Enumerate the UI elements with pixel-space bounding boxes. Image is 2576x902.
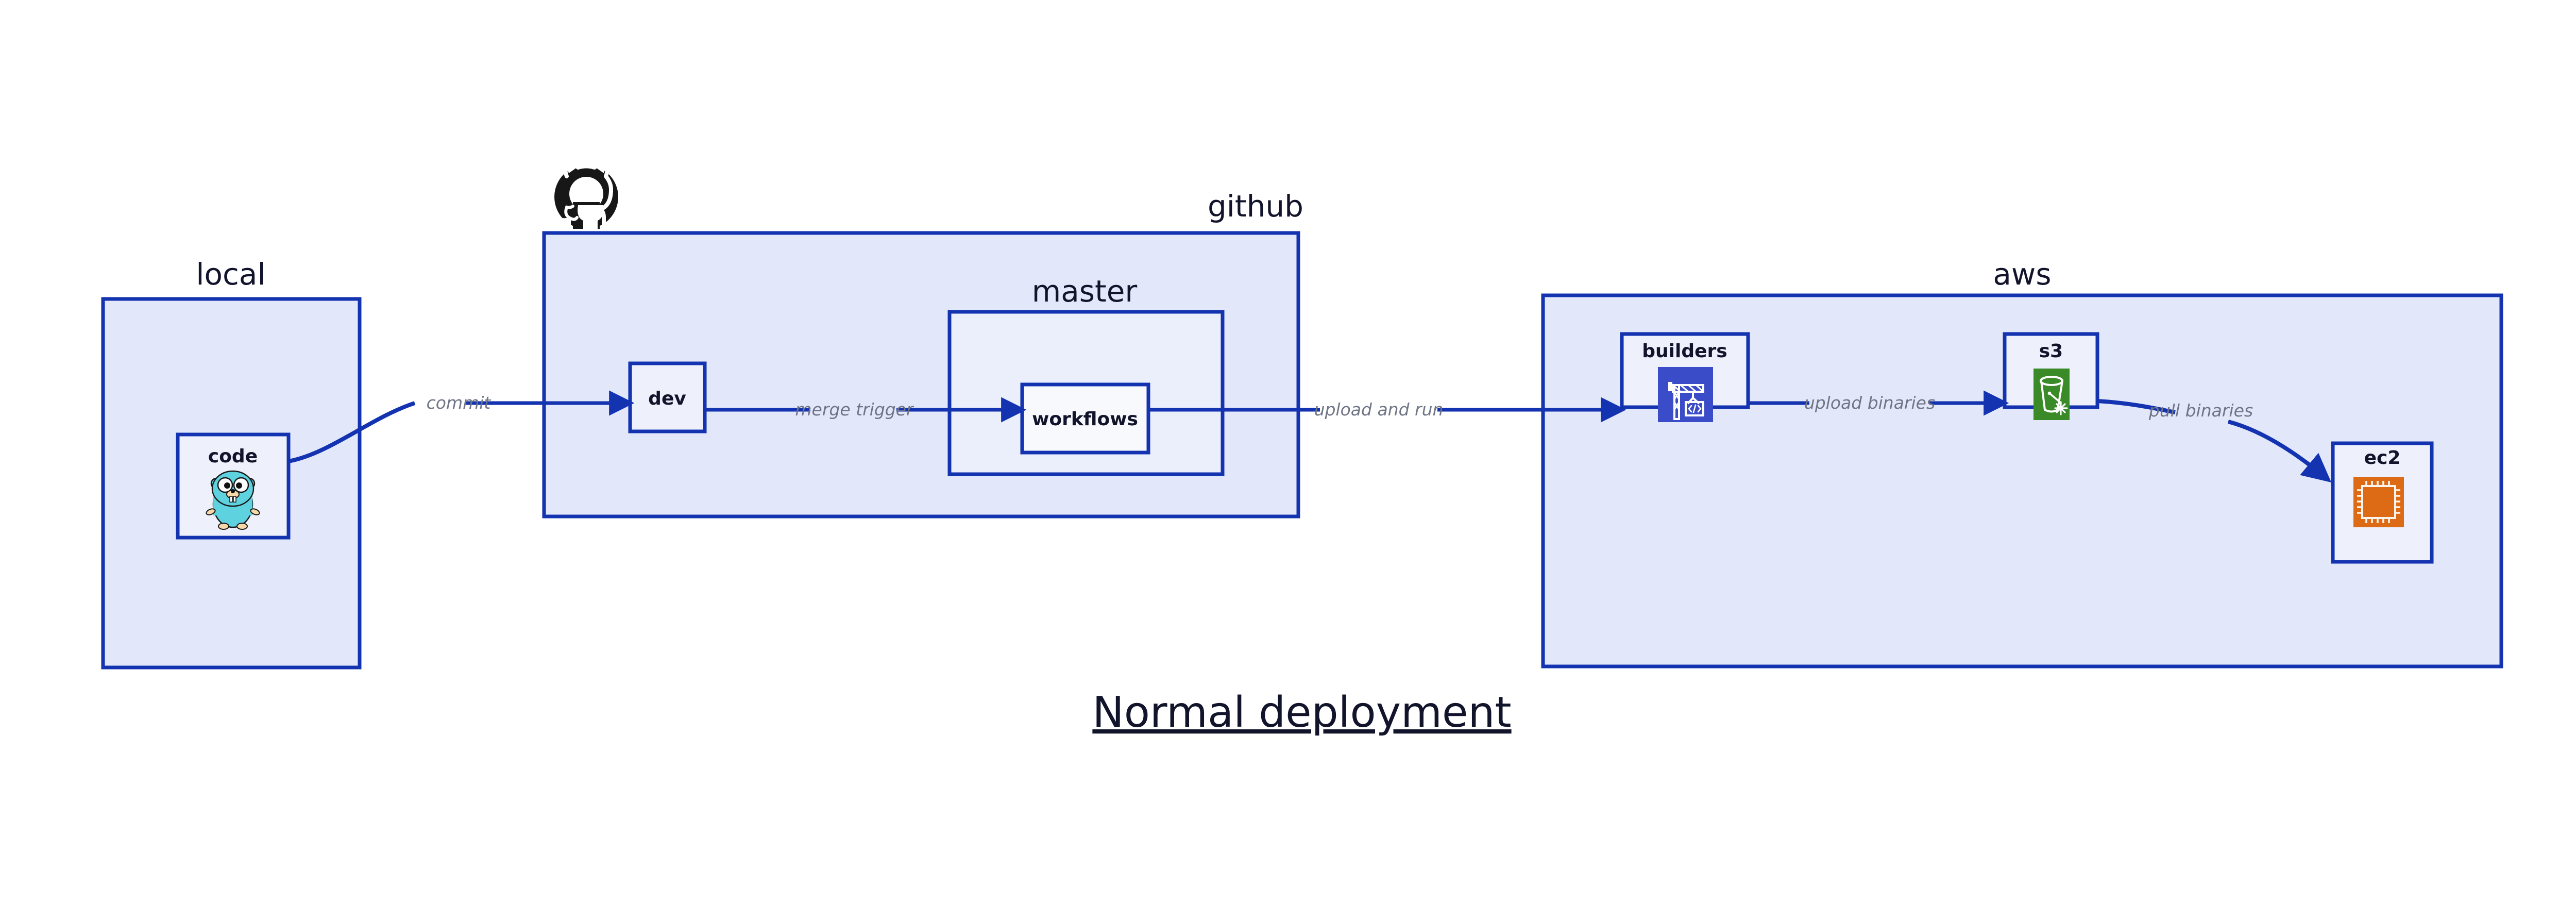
edge-line-pull-binaries <box>2227 420 2332 482</box>
edge-label-upload-binaries: upload binaries <box>1804 393 1935 413</box>
aws-crane-code-icon <box>1658 367 1713 422</box>
node-label-s3: s3 <box>2039 341 2063 362</box>
node-label-dev: dev <box>648 388 686 409</box>
subgroup-label-master: master <box>1032 274 1138 309</box>
edge-label-merge-trigger: merge trigger <box>795 399 914 420</box>
edge-label-upload-and-run: upload and run <box>1314 399 1444 420</box>
node-label-builders-2: builders <box>1642 341 1727 362</box>
group-label-local: local <box>196 257 265 292</box>
node-box-dev[interactable] <box>628 361 707 433</box>
diagram-title: Normal deployment <box>1092 688 1511 737</box>
edge-label-pull-binaries: pull binaries <box>2148 400 2253 421</box>
node-label-code: code <box>208 446 258 467</box>
edge-label-commit: commit <box>427 393 492 413</box>
aws-ec2-chip-icon <box>2353 477 2404 527</box>
group-label-aws: aws <box>1993 257 2051 292</box>
node-label-workflows: workflows <box>1032 409 1138 430</box>
node-box-workflows[interactable] <box>1020 382 1150 455</box>
edge-line-commit-curve <box>288 401 416 463</box>
go-gopher-icon <box>206 470 260 530</box>
github-octocat-icon <box>547 161 618 233</box>
edge-line-pull-curve-a <box>2097 399 2176 414</box>
node-label-ec2: ec2 <box>2364 447 2401 469</box>
aws-s3-bucket-icon <box>2033 369 2070 420</box>
group-label-github: github <box>1208 189 1303 224</box>
